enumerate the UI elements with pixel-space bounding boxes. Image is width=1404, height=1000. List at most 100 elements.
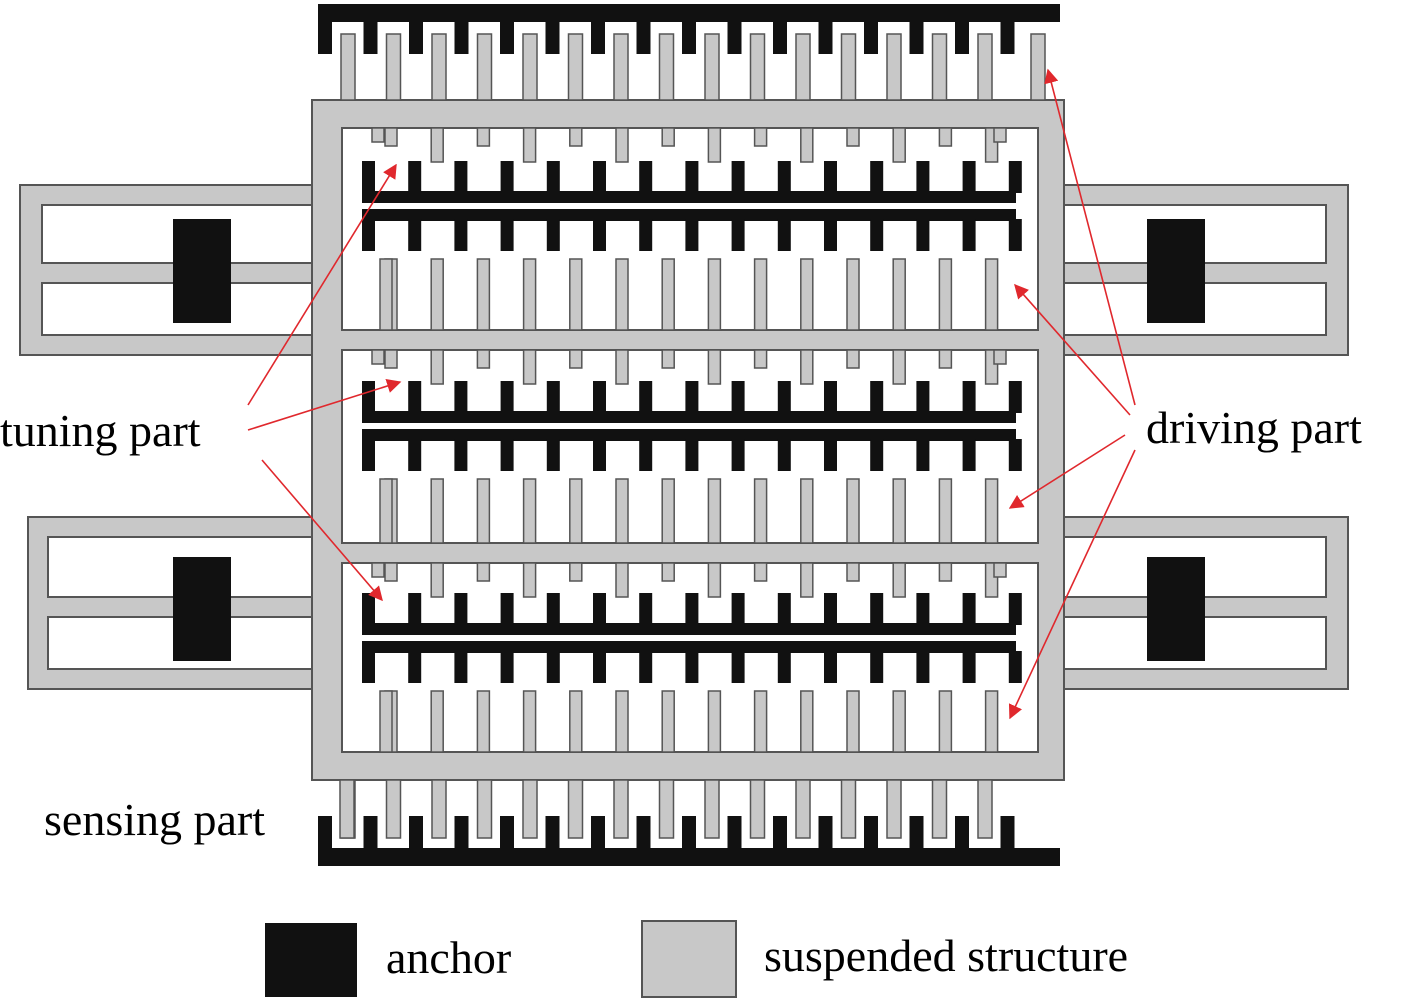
- suspended-driving-finger: [892, 258, 906, 331]
- right-springs: [1063, 184, 1349, 690]
- suspended-tuning-finger: [938, 562, 953, 582]
- bottom-anchor-finger: [454, 816, 469, 848]
- anchor-comb-finger: [731, 439, 745, 471]
- suspended-tuning-finger: [384, 349, 398, 369]
- bottom-anchor-finger: [773, 816, 787, 848]
- suspended-tuning-finger: [993, 562, 1007, 578]
- bottom-anchor-finger: [818, 816, 833, 848]
- suspended-tuning-finger: [753, 127, 768, 147]
- arrow-driving-3: [1008, 434, 1126, 509]
- legend-suspended-swatch: [641, 920, 737, 998]
- spring-anchors: [173, 219, 1205, 661]
- anchor-comb-finger: [731, 593, 745, 625]
- suspended-tuning-finger: [476, 349, 491, 369]
- suspended-tuning-finger: [569, 127, 583, 147]
- anchor-comb-finger: [362, 651, 375, 683]
- suspended-tuning-finger: [800, 562, 814, 598]
- anchor-comb-finger: [593, 439, 606, 471]
- anchor-comb-finger: [685, 651, 699, 683]
- anchor-comb-finger: [962, 219, 976, 251]
- sensing-part-label: sensing part: [44, 794, 265, 845]
- suspended-driving-finger: [846, 258, 860, 331]
- anchor-comb-finger: [824, 651, 837, 683]
- top-suspended-finger: [522, 33, 538, 101]
- top-anchor-finger: [318, 22, 332, 54]
- anchor-comb-finger: [454, 651, 468, 683]
- arrow-tuning-2: [247, 379, 402, 431]
- bottom-suspended-finger: [339, 779, 355, 839]
- top-suspended-finger: [1030, 33, 1046, 101]
- suspended-tuning-finger: [569, 349, 583, 369]
- anchor-comb-finger: [546, 439, 560, 471]
- anchor-comb-finger: [362, 439, 375, 471]
- anchor-comb-finger: [870, 381, 884, 413]
- suspended-tuning-finger: [371, 127, 385, 143]
- bottom-anchor-finger: [318, 816, 332, 848]
- anchor-block-right-upper: [1147, 219, 1205, 323]
- suspended-tuning-finger: [661, 127, 675, 147]
- top-anchor-finger: [636, 22, 651, 54]
- suspended-driving-finger: [569, 258, 583, 331]
- suspended-tuning-finger: [707, 349, 722, 385]
- anchor-comb-finger: [500, 161, 514, 193]
- anchor-comb-finger: [500, 381, 514, 413]
- suspended-driving-finger: [707, 690, 722, 753]
- anchor-comb-finger: [824, 381, 837, 413]
- anchor-comb-finger: [962, 381, 976, 413]
- top-anchor-finger: [909, 22, 924, 54]
- anchor-comb-finger: [546, 219, 560, 251]
- anchor-comb-finger: [824, 161, 837, 193]
- suspended-tuning-finger: [993, 127, 1007, 143]
- anchor-comb-finger: [639, 651, 653, 683]
- anchor-comb-finger: [500, 593, 514, 625]
- top-suspended-finger: [658, 33, 675, 101]
- bottom-suspended-finger: [522, 779, 538, 839]
- suspended-tuning-finger: [384, 562, 398, 582]
- suspended-fingers: [339, 33, 1046, 839]
- anchor-comb-finger: [454, 439, 468, 471]
- anchor-comb-finger: [408, 219, 422, 251]
- anchor-comb-finger: [685, 219, 699, 251]
- anchor-comb-finger: [408, 381, 422, 413]
- suspended-tuning-finger: [522, 127, 537, 163]
- anchor-comb-finger: [1008, 651, 1022, 683]
- anchor-comb-finger: [1008, 161, 1022, 193]
- anchor-comb-finger: [1008, 593, 1022, 625]
- top-suspended-finger: [476, 33, 493, 101]
- suspended-driving-finger: [569, 690, 583, 753]
- suspended-driving-finger: [430, 478, 444, 544]
- bottom-anchor-finger: [545, 816, 560, 848]
- suspended-tuning-finger: [430, 127, 444, 163]
- anchor-comb-finger: [546, 161, 560, 193]
- right-spring-upper: [1063, 184, 1349, 356]
- top-anchor-finger: [1000, 22, 1015, 54]
- suspended-driving-finger: [379, 258, 393, 331]
- suspended-driving-finger: [892, 478, 906, 544]
- legend: anchor suspended structure: [265, 920, 1128, 998]
- suspended-tuning-finger: [371, 562, 385, 578]
- top-anchor-finger: [955, 22, 969, 54]
- top-suspended-finger: [749, 33, 766, 101]
- anchor-comb-finger: [546, 593, 560, 625]
- anchor-comb-finger: [639, 219, 653, 251]
- top-suspended-finger: [840, 33, 857, 101]
- anchor-comb-finger: [916, 219, 930, 251]
- bottom-anchor-finger: [727, 816, 742, 848]
- suspended-tuning-finger: [384, 127, 398, 147]
- suspended-driving-finger: [476, 258, 491, 331]
- anchor-comb-finger: [408, 593, 422, 625]
- anchor-comb-finger: [870, 161, 884, 193]
- left-spring-lower: [27, 516, 313, 690]
- bottom-suspended-finger: [886, 779, 902, 839]
- anchor-comb-finger: [870, 219, 884, 251]
- suspended-driving-finger: [615, 478, 629, 544]
- anchor-comb-finger: [962, 161, 976, 193]
- suspended-driving-finger: [615, 258, 629, 331]
- anchor-comb-finger: [962, 439, 976, 471]
- suspended-driving-finger: [938, 690, 953, 753]
- top-anchor-finger: [773, 22, 787, 54]
- suspended-driving-finger: [569, 478, 583, 544]
- anchor-comb-finger: [777, 219, 791, 251]
- bottom-anchor-finger: [636, 816, 651, 848]
- suspended-tuning-finger: [753, 562, 768, 582]
